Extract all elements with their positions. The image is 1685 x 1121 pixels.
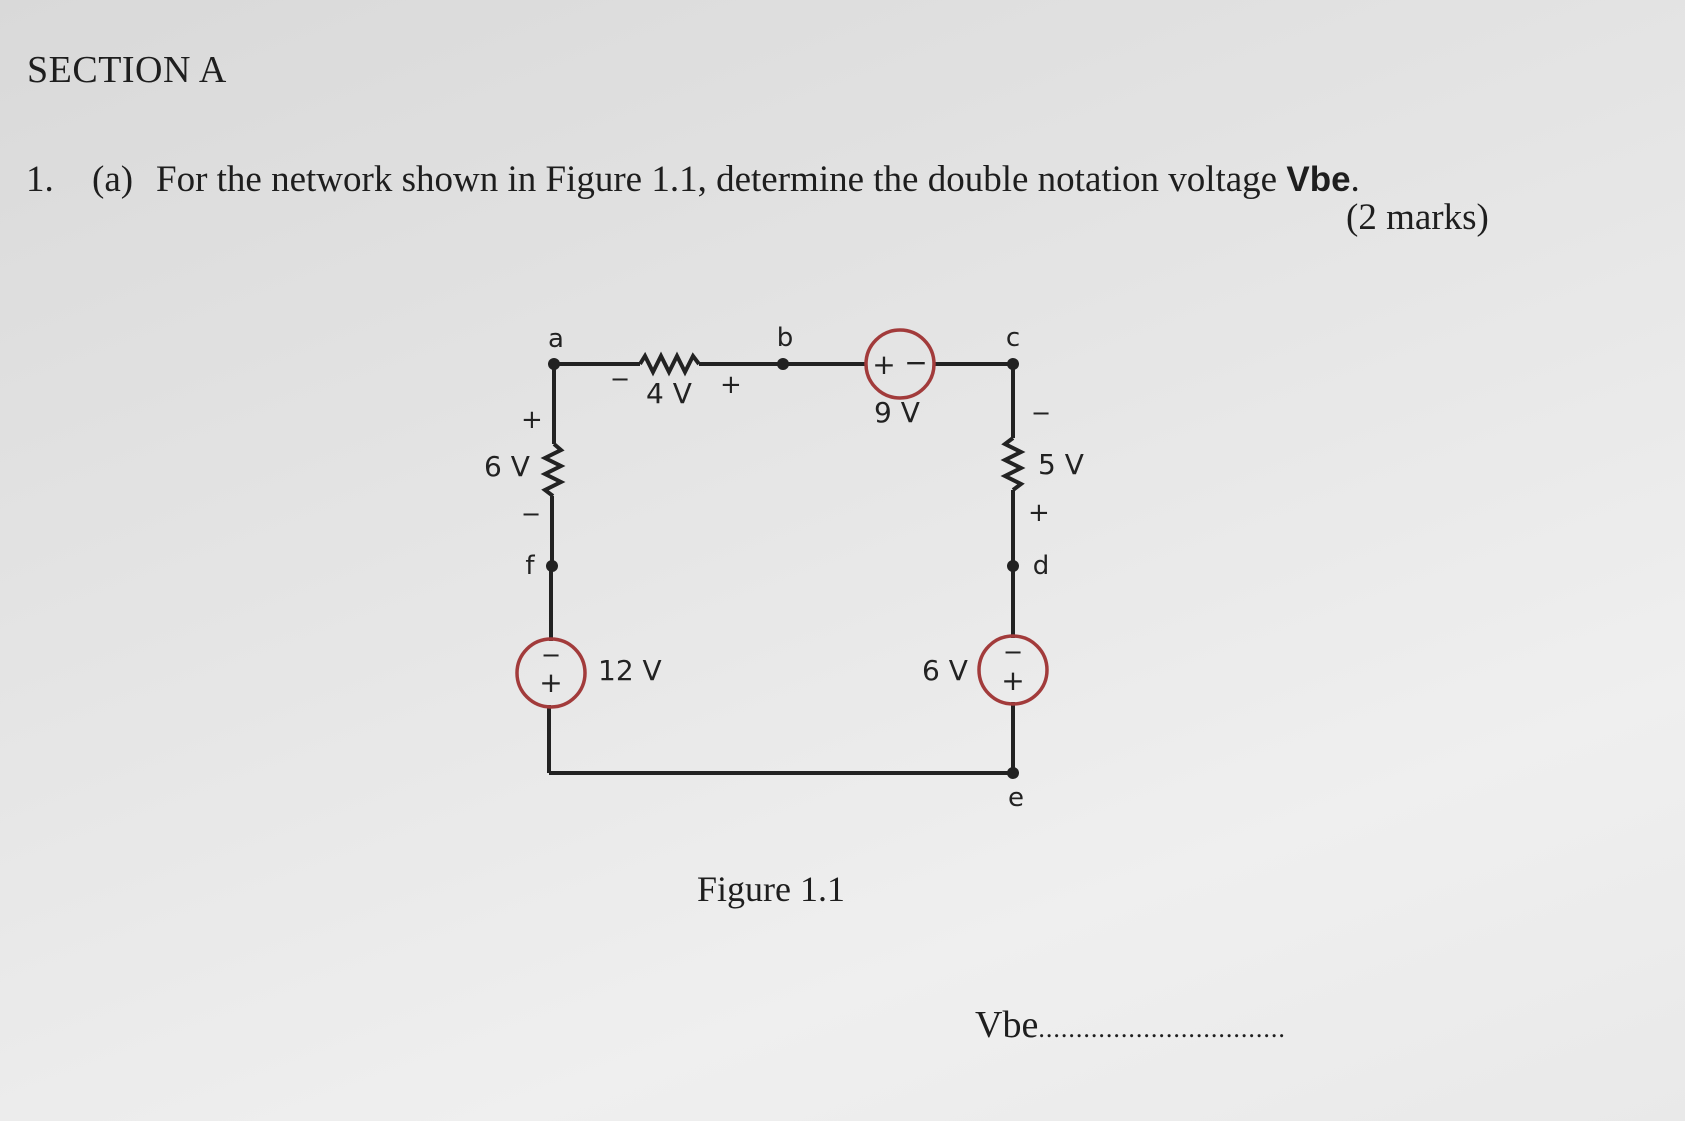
- v-ab-value: 4 V: [646, 377, 692, 410]
- node-b-dot: [777, 358, 789, 370]
- v-af-plus: +: [521, 405, 543, 435]
- node-e-label: e: [1008, 783, 1024, 813]
- node-c-label: c: [1006, 323, 1020, 353]
- v-af-minus: −: [521, 500, 541, 528]
- question-text-end: .: [1350, 159, 1360, 200]
- v-source-left-value: 12 V: [598, 654, 662, 687]
- question-text: For the network shown in Figure 1.1, det…: [156, 158, 1360, 201]
- v-source-right-value: 6 V: [922, 654, 968, 687]
- question-text-main: For the network shown in Figure 1.1, det…: [156, 159, 1287, 200]
- source-6v-circle: [977, 634, 1049, 706]
- source-9v-plus: +: [872, 348, 895, 381]
- source-12v-plus: +: [539, 666, 562, 699]
- node-f-label: f: [525, 551, 535, 581]
- node-e-dot: [1007, 767, 1019, 779]
- source-9v-minus: −: [904, 346, 927, 379]
- question-marks: (2 marks): [1346, 197, 1489, 238]
- v-cd-plus: +: [1028, 498, 1050, 528]
- node-d-dot: [1007, 560, 1019, 572]
- source-6v-plus: +: [1001, 664, 1024, 697]
- answer-label: Vbe: [975, 1004, 1039, 1046]
- figure-caption: Figure 1.1: [697, 869, 845, 909]
- node-d-label: d: [1033, 551, 1050, 581]
- answer-line: Vbe.................................: [975, 1003, 1286, 1047]
- source-9v-circle: [864, 328, 936, 400]
- node-f-dot: [546, 560, 558, 572]
- resistor-af: [540, 442, 566, 498]
- v-ab-plus: +: [720, 370, 742, 400]
- question-bold-term: Vbe: [1286, 160, 1351, 199]
- v-cd-minus: −: [1031, 399, 1051, 427]
- node-b-label: b: [777, 323, 794, 353]
- question-part: (a): [92, 159, 134, 200]
- source-12v-minus: −: [541, 641, 561, 669]
- source-6v-minus: −: [1003, 638, 1023, 666]
- resistor-cd: [1000, 436, 1026, 492]
- question-number: 1.: [26, 159, 54, 200]
- v-ab-minus: −: [610, 365, 630, 393]
- node-a-label: a: [548, 324, 564, 354]
- node-c-dot: [1007, 358, 1019, 370]
- source-12v-circle: [515, 637, 587, 709]
- section-title: SECTION A: [27, 49, 227, 91]
- answer-blank[interactable]: .................................: [1038, 1014, 1286, 1043]
- v-af-value: 6 V: [484, 450, 530, 483]
- v-cd-value: 5 V: [1038, 448, 1084, 481]
- v-source-top-value: 9 V: [874, 396, 920, 429]
- node-a-dot: [548, 358, 560, 370]
- resistor-ab: [638, 351, 701, 377]
